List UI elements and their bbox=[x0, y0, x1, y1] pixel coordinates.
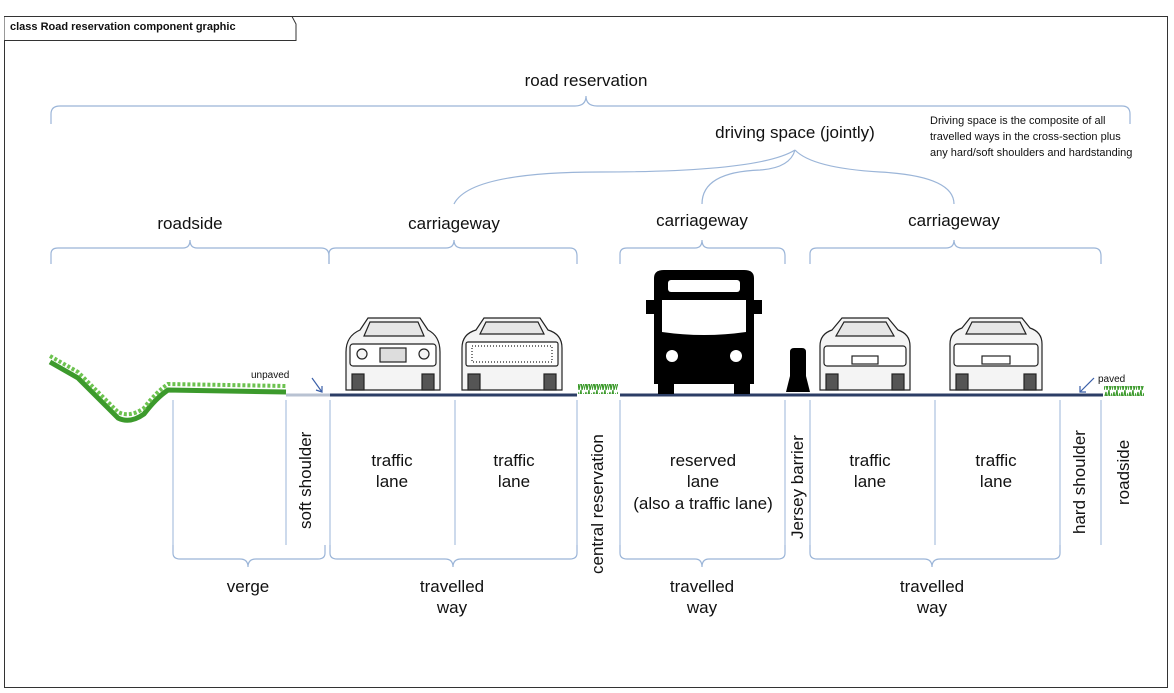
travelled-way-1-label: travelled way bbox=[392, 576, 512, 619]
reserved-lane-label: reserved lane (also a traffic lane) bbox=[618, 450, 788, 514]
travelled-way-2-label: travelled way bbox=[642, 576, 762, 619]
car-rear-icon bbox=[819, 317, 911, 391]
car-front-icon bbox=[461, 317, 563, 391]
traffic-lane-3-line-1: traffic bbox=[849, 451, 891, 470]
carriageway-1-bracket bbox=[328, 239, 578, 264]
travelled-way-2-bracket bbox=[619, 545, 786, 568]
lane-dividers bbox=[172, 400, 1102, 545]
carriageway-label-2: carriageway bbox=[656, 211, 748, 230]
car-front-icon bbox=[345, 317, 441, 391]
traffic-lane-4-line-1: traffic bbox=[975, 451, 1017, 470]
driving-space-bracket bbox=[453, 149, 955, 205]
roadside-right-label: roadside bbox=[1114, 439, 1133, 506]
roadside-bracket bbox=[50, 239, 330, 264]
reserved-lane-line-1: reserved bbox=[669, 451, 737, 470]
road-reservation-label: road reservation bbox=[524, 71, 648, 90]
traffic-lane-2-line-2: lane bbox=[497, 472, 531, 492]
car-rear-icon bbox=[949, 317, 1043, 391]
driving-space-label: driving space (jointly) bbox=[715, 123, 875, 142]
carriageway-3-bracket bbox=[809, 239, 1102, 264]
traffic-lane-3-line-2: lane bbox=[853, 472, 887, 492]
travelled-way-1-line-2: way bbox=[436, 598, 468, 618]
diagram-title: class Road reservation component graphic bbox=[10, 21, 236, 33]
unpaved-label: unpaved bbox=[251, 370, 290, 381]
carriageway-2-bracket bbox=[619, 239, 786, 264]
driving-space-note: Driving space is the composite of all tr… bbox=[930, 115, 1133, 159]
reserved-lane-line-2: lane bbox=[686, 472, 720, 492]
travelled-way-3-bracket bbox=[809, 545, 1061, 568]
tab-outline bbox=[4, 16, 297, 41]
jersey-barrier-label: Jersey barrier bbox=[788, 435, 807, 540]
travelled-way-1-line-1: travelled bbox=[419, 577, 485, 596]
diagram-frame bbox=[4, 16, 1168, 688]
hard-shoulder-label: hard shoulder bbox=[1070, 430, 1089, 535]
travelled-way-3-label: travelled way bbox=[872, 576, 992, 619]
verge-bracket bbox=[172, 545, 326, 568]
central-reservation-label: central reservation bbox=[588, 434, 607, 575]
traffic-lane-4-label: traffic lane bbox=[956, 450, 1036, 493]
paved-label: paved bbox=[1098, 374, 1126, 385]
jersey-barrier-icon bbox=[786, 348, 810, 392]
carriageway-label-1: carriageway bbox=[408, 214, 500, 233]
arrow-icon bbox=[311, 377, 1095, 393]
traffic-lane-1-line-1: traffic bbox=[371, 451, 413, 470]
verge-label: verge bbox=[226, 577, 270, 596]
travelled-way-3-line-1: travelled bbox=[899, 577, 965, 596]
grass-icon bbox=[48, 354, 1144, 423]
traffic-lane-4-line-2: lane bbox=[979, 472, 1013, 492]
traffic-lane-3-label: traffic lane bbox=[830, 450, 910, 493]
traffic-lane-1-line-2: lane bbox=[375, 472, 409, 492]
reserved-lane-line-3: (also a traffic lane) bbox=[633, 493, 773, 513]
travelled-way-2-line-1: travelled bbox=[669, 577, 735, 596]
road-reservation-bracket bbox=[50, 95, 1131, 124]
soft-shoulder-label: soft shoulder bbox=[296, 431, 315, 529]
travelled-way-3-line-2: way bbox=[916, 598, 948, 618]
top-brackets bbox=[50, 95, 1131, 264]
travelled-way-1-bracket bbox=[329, 545, 578, 568]
traffic-lane-1-label: traffic lane bbox=[352, 450, 432, 493]
traffic-lane-2-label: traffic lane bbox=[474, 450, 554, 493]
carriageway-label-3: carriageway bbox=[908, 211, 1000, 230]
bottom-brackets bbox=[172, 545, 1061, 568]
bus-front-icon bbox=[646, 270, 762, 394]
roadside-label: roadside bbox=[157, 214, 223, 233]
travelled-way-2-line-2: way bbox=[686, 598, 718, 618]
traffic-lane-2-line-1: traffic bbox=[493, 451, 535, 470]
